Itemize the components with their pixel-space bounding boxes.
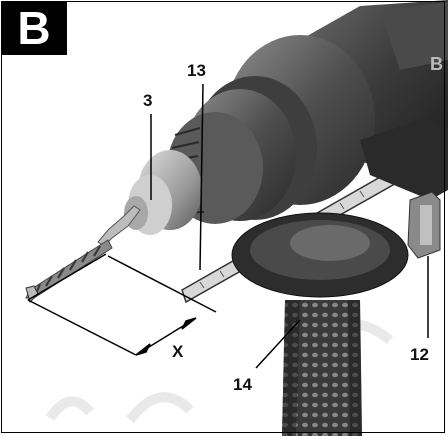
chuck-assembly [124, 35, 375, 235]
auxiliary-handle [231, 212, 409, 436]
panel-label: B [1, 1, 67, 55]
callout-bit: 3 [143, 91, 153, 110]
callout-auxiliary-handle: 14 [233, 375, 252, 394]
callout-clamp-button: 12 [410, 345, 429, 364]
drill-bit [25, 205, 141, 303]
dimension-x-lines [27, 253, 217, 356]
callout-dimension-x: X [172, 342, 184, 361]
callout-leaders [150, 83, 429, 369]
callout-depth-gauge: 13 [187, 61, 206, 80]
svg-text:B: B [430, 54, 443, 74]
depth-stop-clamp [360, 120, 448, 259]
